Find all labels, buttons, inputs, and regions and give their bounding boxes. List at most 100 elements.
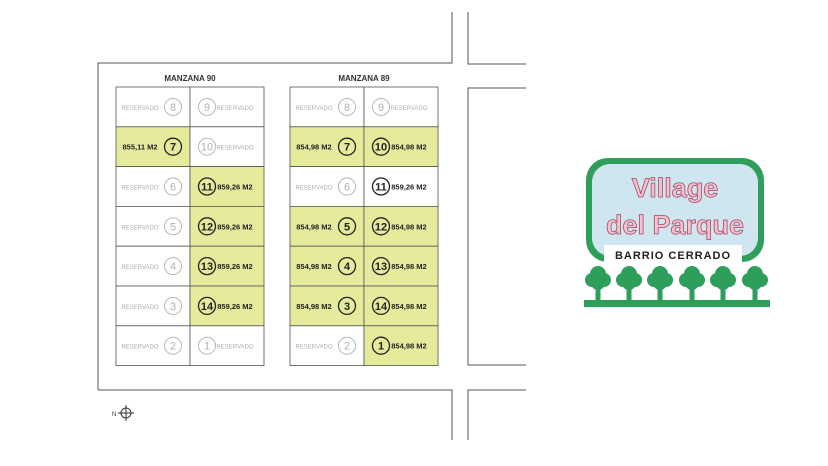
- logo-ground: [584, 300, 770, 307]
- lot-number: 12: [201, 221, 213, 233]
- lot-number-circle: [371, 336, 391, 355]
- logo-subtitle: BARRIO CERRADO: [615, 250, 731, 262]
- lot-11[interactable]: 11 859,26 M2: [189, 166, 265, 207]
- lot-cell: [289, 166, 365, 207]
- lot-number-circle: [198, 97, 216, 116]
- lot-area-label: 854,98 M2: [296, 302, 331, 311]
- lot-9[interactable]: 9 RESERVADO: [363, 86, 439, 128]
- lot-cell: [115, 166, 191, 207]
- lot-number-circle: [337, 296, 357, 316]
- compass-icon: N: [112, 405, 134, 421]
- compass-label: N: [112, 412, 116, 418]
- lot-status-label: RESERVADO: [121, 186, 158, 192]
- lot-number: 1: [378, 341, 384, 353]
- lot-number-circle: [197, 177, 217, 196]
- lot-number-circle: [337, 256, 357, 276]
- lot-area-label: 855,11 M2: [122, 143, 157, 152]
- lot-12[interactable]: 12 859,26 M2: [189, 205, 265, 247]
- lot-number-circle: [197, 217, 217, 236]
- lot-number: 11: [201, 182, 213, 194]
- lot-number: 9: [378, 102, 384, 114]
- lot-number-circle: [337, 137, 357, 156]
- lot-cell: [289, 325, 365, 366]
- lot-area-label: 859,26 M2: [391, 183, 426, 192]
- lot-status-label: RESERVADO: [295, 106, 332, 112]
- lot-cell: [115, 86, 191, 128]
- lot-number: 4: [170, 261, 176, 273]
- lot-area-label: 854,98 M2: [296, 143, 331, 152]
- street-outline-top-right: [467, 12, 526, 65]
- lot-status-label: RESERVADO: [390, 106, 427, 112]
- lot-cell: [363, 86, 439, 128]
- lot-number: 5: [344, 221, 350, 233]
- lot-5[interactable]: 5 854,98 M2: [289, 205, 365, 247]
- lot-number: 8: [344, 102, 350, 114]
- village-del-parque-logo: Village del Parque BARRIO CERRADO: [584, 158, 770, 307]
- lot-status-label: RESERVADO: [121, 265, 158, 271]
- tree-icon: [647, 266, 673, 301]
- lot-cell: [363, 285, 439, 327]
- lot-cell: [289, 126, 365, 168]
- lot-status-label: RESERVADO: [121, 106, 158, 112]
- lot-number: 6: [344, 182, 350, 194]
- logo-line2: del Parque: [606, 210, 744, 240]
- lot-number-circle: [197, 296, 217, 316]
- lot-area-label: 859,26 M2: [217, 222, 252, 231]
- lot-number-circle: [198, 137, 216, 156]
- tree-icon: [585, 266, 611, 301]
- lot-11[interactable]: 11 859,26 M2: [363, 166, 439, 207]
- logo-subtitle-band: [604, 245, 742, 263]
- lot-8[interactable]: 8 RESERVADO: [289, 86, 365, 128]
- tree-icon: [710, 266, 736, 301]
- lot-status-label: RESERVADO: [295, 345, 332, 351]
- lot-area-label: 854,98 M2: [391, 222, 426, 231]
- lot-area-label: 859,26 M2: [217, 302, 252, 311]
- lot-number-circle: [338, 336, 356, 355]
- lot-8[interactable]: 8 RESERVADO: [115, 86, 191, 128]
- logo-sky: [592, 164, 758, 256]
- lot-number: 11: [375, 182, 387, 194]
- lot-number-circle: [371, 256, 391, 276]
- logo-line1: Village: [632, 173, 719, 203]
- lot-cell: [189, 285, 265, 327]
- lot-status-label: RESERVADO: [121, 305, 158, 311]
- lot-area-label: 854,98 M2: [296, 222, 331, 231]
- lot-number-circle: [371, 177, 391, 196]
- lot-number: 5: [170, 221, 176, 233]
- street-outline-bottom: [98, 389, 453, 440]
- lot-cell: [289, 86, 365, 128]
- lot-area-label: 859,26 M2: [217, 183, 252, 192]
- lot-number-circle: [372, 97, 390, 116]
- lot-number: 8: [170, 102, 176, 114]
- lot-cell: [189, 325, 265, 366]
- lot-number: 14: [201, 301, 214, 313]
- block-title: MANZANA 90: [164, 74, 216, 83]
- lot-cell: [189, 86, 265, 128]
- lot-4[interactable]: 4 RESERVADO: [115, 245, 191, 287]
- lot-number-circle: [338, 177, 356, 196]
- lot-number: 13: [201, 261, 213, 273]
- block-title: MANZANA 89: [338, 74, 390, 83]
- lot-area-label: 854,98 M2: [391, 143, 426, 152]
